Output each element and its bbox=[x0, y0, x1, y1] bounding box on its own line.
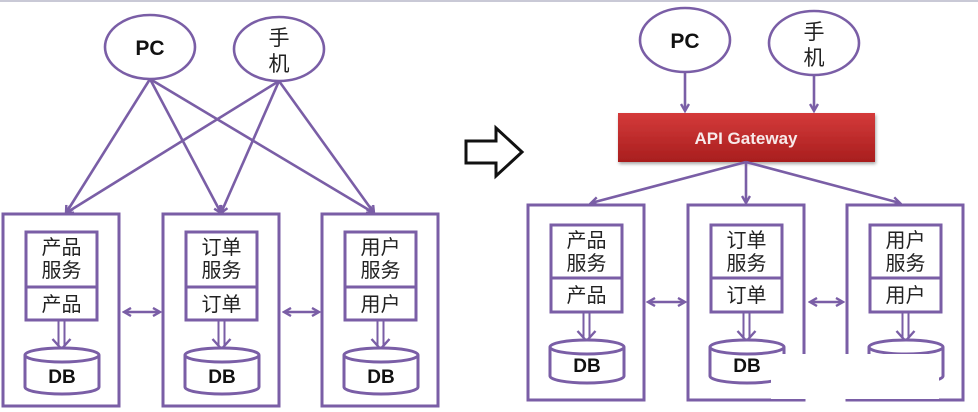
module-label: 用户 bbox=[886, 283, 926, 307]
service-box bbox=[868, 223, 943, 314]
db-top bbox=[867, 338, 945, 356]
service-box bbox=[549, 223, 624, 314]
client-label: PC bbox=[670, 30, 699, 53]
service-name-line1: 产品 bbox=[567, 228, 607, 252]
db-top bbox=[183, 346, 261, 364]
db-body bbox=[23, 355, 101, 396]
db-body bbox=[548, 347, 626, 385]
client-ellipse bbox=[767, 9, 861, 77]
service-box bbox=[709, 223, 784, 314]
service-name-line1: 订单 bbox=[727, 228, 767, 252]
gateway-to-service-connections bbox=[591, 160, 900, 203]
module-label: 产品 bbox=[567, 283, 607, 307]
service-name-line1: 用户 bbox=[361, 235, 401, 259]
service-name-line2: 服务 bbox=[42, 258, 82, 282]
db-top bbox=[342, 346, 420, 364]
gateway-box bbox=[618, 113, 875, 162]
service-name-line2: 服务 bbox=[202, 258, 242, 282]
service-name-line2: 服务 bbox=[567, 251, 607, 275]
db-body bbox=[342, 355, 420, 396]
service-name-line2: 服务 bbox=[886, 251, 926, 275]
database-icon bbox=[708, 338, 786, 385]
edge-pc-to-order bbox=[148, 78, 221, 213]
service-name-line1: 产品 bbox=[42, 235, 82, 259]
edge-pc-to-user bbox=[149, 77, 374, 213]
db-label: DB bbox=[208, 367, 235, 388]
after-clients: PC 手机 bbox=[638, 6, 861, 77]
db-top bbox=[708, 338, 786, 356]
db-top bbox=[23, 346, 101, 364]
service-name-line1: 订单 bbox=[202, 235, 242, 259]
top-border bbox=[0, 0, 978, 2]
client-label-line1: 手 bbox=[804, 20, 825, 44]
client-pc: PC bbox=[638, 6, 732, 74]
service-box bbox=[343, 230, 418, 322]
module-label: 订单 bbox=[727, 283, 767, 307]
edge-mobile-to-product bbox=[66, 79, 280, 213]
db-label: DB bbox=[367, 367, 394, 388]
service-box bbox=[184, 230, 259, 322]
database-icon bbox=[548, 338, 626, 385]
client-pc: PC bbox=[103, 13, 197, 81]
service-name-line2: 服务 bbox=[361, 258, 401, 282]
db-label: DB bbox=[48, 367, 75, 388]
transition-arrow bbox=[464, 124, 525, 180]
module-label: 订单 bbox=[202, 292, 242, 316]
service-box bbox=[24, 230, 99, 322]
edge-gateway-to-product bbox=[591, 160, 747, 203]
edge-pc-to-product bbox=[66, 78, 152, 213]
edge-gateway-to-user bbox=[745, 160, 900, 203]
module-label: 产品 bbox=[42, 292, 82, 316]
api-gateway: API Gateway bbox=[618, 113, 875, 162]
client-mobile: 手机 bbox=[767, 9, 861, 77]
edge-mobile-to-order bbox=[221, 80, 281, 213]
before-client-connections bbox=[66, 77, 374, 213]
client-label-line2: 机 bbox=[269, 52, 290, 76]
edge-mobile-to-user bbox=[277, 80, 374, 213]
db-top bbox=[548, 338, 626, 356]
client-label: PC bbox=[135, 37, 164, 60]
db-label: DB bbox=[573, 356, 600, 377]
db-body bbox=[183, 355, 261, 396]
database-icon bbox=[23, 346, 101, 396]
gateway-label: API Gateway bbox=[695, 129, 799, 148]
client-label-line2: 机 bbox=[804, 46, 825, 70]
database-icon bbox=[183, 346, 261, 396]
client-to-gateway-connections bbox=[685, 72, 814, 111]
service-name-line2: 服务 bbox=[727, 251, 767, 275]
module-label: 用户 bbox=[361, 292, 401, 316]
client-mobile: 手机 bbox=[232, 15, 326, 83]
service-name-line1: 用户 bbox=[886, 228, 926, 252]
db-label: DB bbox=[733, 356, 760, 377]
client-label-line1: 手 bbox=[269, 26, 290, 50]
before-clients: PC 手机 bbox=[103, 13, 326, 83]
database-icon bbox=[342, 346, 420, 396]
watermark-cover bbox=[771, 354, 939, 399]
